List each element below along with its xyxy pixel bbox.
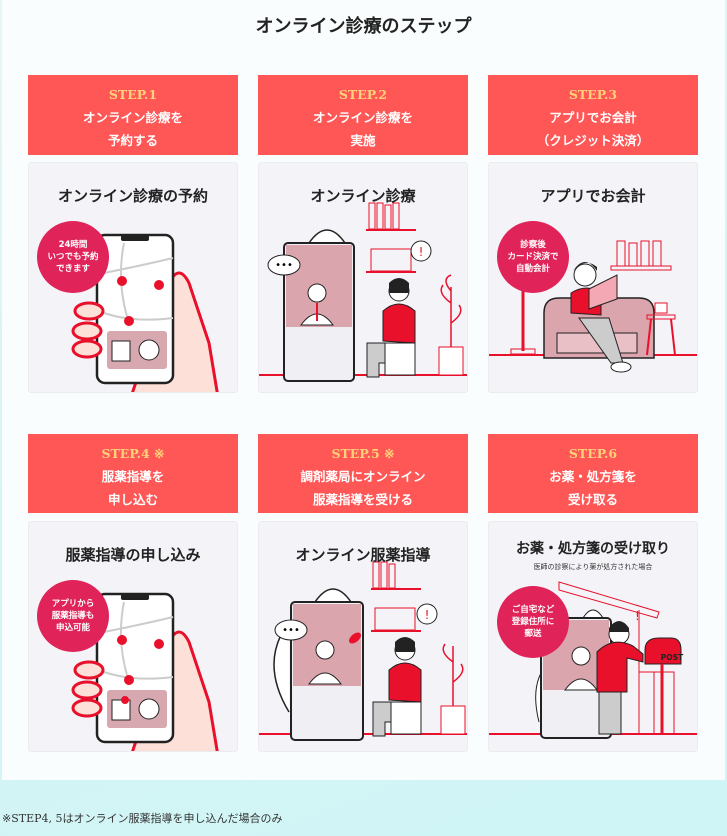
- card-title: オンライン診療: [310, 187, 416, 205]
- phone-in-hand-map-hospital-icon: [71, 233, 219, 392]
- step-6-header: STEP.6 お薬・処方箋を 受け取る: [488, 434, 698, 513]
- step-1-card: オンライン診療の予約 24時間 いつでも予約 できます: [28, 162, 238, 393]
- footnote: ※STEP4, 5はオンライン服薬指導を申し込んだ場合のみ: [2, 812, 283, 825]
- badge-line: 自動会計: [515, 264, 550, 274]
- step-text-line: 予約する: [107, 133, 158, 148]
- step-2-card: ••• ! オンライン診療: [258, 162, 468, 393]
- step-text-line: （クレジット決済）: [536, 133, 650, 148]
- mailbox-delivery-icon: ! POST: [489, 581, 697, 739]
- step-text-line: 服薬指導を: [101, 469, 165, 484]
- card-subtitle: 医師の診察により薬が処方された場合: [533, 563, 653, 571]
- step-label: STEP.1: [108, 87, 158, 102]
- svg-text:!: !: [425, 608, 430, 622]
- step-text-line: お薬・処方箋を: [549, 469, 637, 484]
- step-label: STEP.3: [568, 87, 618, 102]
- step-label: STEP.5 ※: [331, 446, 395, 461]
- card-title: オンライン診療の予約: [57, 187, 208, 205]
- info-badge: 24時間 いつでも予約 できます: [37, 221, 109, 293]
- step-text-line: 受け取る: [567, 492, 618, 507]
- step-text-line: オンライン診療を: [82, 110, 183, 125]
- step-6-card: ! POST お薬・処方箋の受け取り 医師の診察により薬が処方された場合 ご自宅…: [488, 521, 698, 752]
- step-label: STEP.2: [338, 87, 388, 102]
- step-3-header: STEP.3 アプリでお会計 （クレジット決済）: [488, 75, 698, 155]
- badge-line: できます: [55, 264, 90, 274]
- step-5-card: ••• ! オンライン服薬指導: [258, 521, 468, 752]
- card-title: オンライン服薬指導: [295, 546, 431, 564]
- video-call-pharmacist-icon: ••• !: [259, 561, 467, 741]
- mailbox-label: POST: [661, 653, 684, 662]
- step-text-line: オンライン診療を: [312, 110, 413, 125]
- badge-line: ご自宅など: [511, 605, 555, 615]
- step-3-card: アプリでお会計 診察後 カード決済で 自動会計: [488, 162, 698, 393]
- video-call-doctor-icon: ••• !: [259, 202, 467, 382]
- svg-text:!: !: [635, 609, 640, 623]
- badge-line: いつでも予約: [47, 252, 99, 262]
- step-text-line: 調剤薬局にオンライン: [300, 469, 426, 484]
- step-text-line: アプリでお会計: [549, 110, 637, 125]
- step-4-card: 服薬指導の申し込み アプリから 服薬指導も 申込可能: [28, 521, 238, 752]
- step-text-line: 申し込む: [107, 492, 158, 507]
- page-title: オンライン診療のステップ: [255, 16, 472, 37]
- phone-in-hand-map-pharmacy-icon: [71, 592, 219, 751]
- badge-line: 診察後: [520, 240, 546, 250]
- card-title: 服薬指導の申し込み: [65, 546, 201, 564]
- step-label: STEP.4 ※: [101, 446, 165, 461]
- badge-line: アプリから: [51, 599, 95, 609]
- step-text-line: 実施: [350, 133, 376, 148]
- badge-line: 登録住所に: [511, 617, 555, 627]
- badge-line: カード決済で: [507, 252, 559, 262]
- step-2-header: STEP.2 オンライン診療を 実施: [258, 75, 468, 155]
- badge-line: 申込可能: [55, 623, 90, 633]
- badge-line: 24時間: [58, 240, 88, 250]
- card-title: お薬・処方箋の受け取り: [516, 541, 670, 557]
- step-text-line: 服薬指導を受ける: [312, 492, 413, 507]
- badge-line: 郵送: [524, 629, 542, 639]
- info-badge: アプリから 服薬指導も 申込可能: [37, 580, 109, 652]
- step-5-header: STEP.5 ※ 調剤薬局にオンライン 服薬指導を受ける: [258, 434, 468, 513]
- step-label: STEP.6: [568, 446, 618, 461]
- person-reading-on-sofa-icon: [489, 240, 697, 373]
- info-badge: ご自宅など 登録住所に 郵送: [497, 586, 569, 658]
- step-4-header: STEP.4 ※ 服薬指導を 申し込む: [28, 434, 238, 513]
- info-badge: 診察後 カード決済で 自動会計: [497, 221, 569, 293]
- svg-text:!: !: [419, 245, 424, 259]
- svg-text:•••: •••: [275, 260, 293, 271]
- card-title: アプリでお会計: [540, 187, 646, 205]
- step-1-header: STEP.1 オンライン診療を 予約する: [28, 75, 238, 155]
- badge-line: 服薬指導も: [51, 611, 95, 621]
- svg-text:•••: •••: [282, 625, 300, 636]
